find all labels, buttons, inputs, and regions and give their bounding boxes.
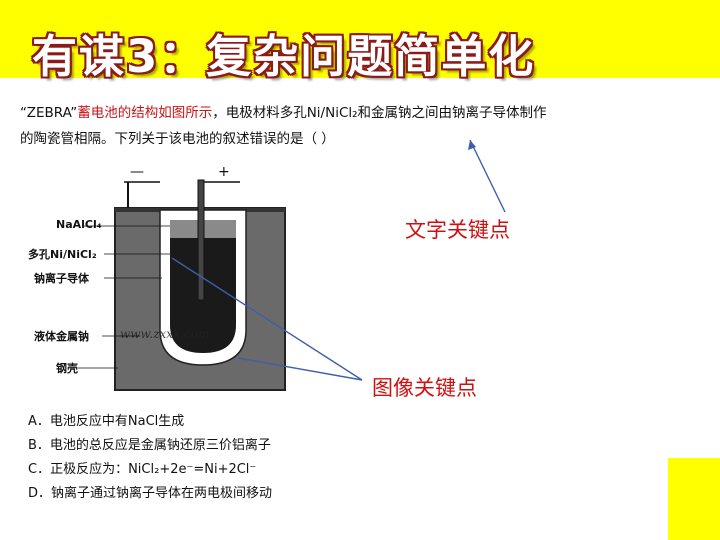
answer-options: A．电池反应中有NaCl生成 B．电池的总反应是金属钠还原三价铝离子 C．正极反… bbox=[28, 410, 272, 506]
battery-diagram: — + www.zxxk.com NaAlCl₄ 多孔Ni/NiCl₂ 钠离子导… bbox=[20, 160, 300, 409]
positive-rod bbox=[197, 179, 205, 301]
bottom-yellow-block bbox=[668, 458, 720, 540]
option-d: D．钠离子通过钠离子导体在两电极间移动 bbox=[28, 486, 273, 501]
question-text: “ZEBRA”蓄电池的结构如图所示，电极材料多孔Ni/NiCl₂和金属钠之间由钠… bbox=[20, 100, 660, 152]
arrow-image-key-2 bbox=[237, 357, 363, 381]
question-line2: 的陶瓷管相隔。下列关于该电池的叙述错误的是（ ） bbox=[20, 131, 335, 147]
battery-diagram-svg: — + www.zxxk.com bbox=[78, 164, 286, 391]
arrow-text-key-head bbox=[468, 140, 476, 150]
callout-text-key: 文字关键点 bbox=[405, 218, 510, 242]
question-highlight: 蓄电池的结构如图所示 bbox=[77, 105, 213, 121]
question-quote: “ZEBRA” bbox=[20, 105, 78, 121]
arrow-text-key bbox=[469, 139, 506, 213]
question-line1-rest: ，电极材料多孔Ni/NiCl₂和金属钠之间由钠离子导体制作 bbox=[212, 105, 547, 121]
label-naalcl4: NaAlCl₄ bbox=[56, 218, 102, 231]
top-yellow-band bbox=[0, 0, 720, 78]
option-b: B．电池的总反应是金属钠还原三价铝离子 bbox=[28, 438, 271, 453]
option-c: C．正极反应为：NiCl₂+2e⁻=Ni+2Cl⁻ bbox=[28, 462, 257, 477]
label-liquid-sodium: 液体金属钠 bbox=[34, 330, 89, 343]
watermark-text: www.zxxk.com bbox=[120, 327, 209, 341]
slide-title: 有谋3：复杂问题简单化 bbox=[32, 30, 536, 83]
callout-image-key: 图像关键点 bbox=[372, 376, 477, 400]
label-steel-shell: 钢壳 bbox=[56, 362, 78, 375]
label-sodium-conductor: 钠离子导体 bbox=[34, 272, 89, 285]
option-a: A．电池反应中有NaCl生成 bbox=[28, 414, 185, 429]
plus-sign: + bbox=[218, 164, 230, 180]
arrow-image-key-1 bbox=[171, 257, 363, 381]
minus-sign: — bbox=[130, 164, 144, 180]
label-ni-nicl2: 多孔Ni/NiCl₂ bbox=[28, 248, 97, 261]
